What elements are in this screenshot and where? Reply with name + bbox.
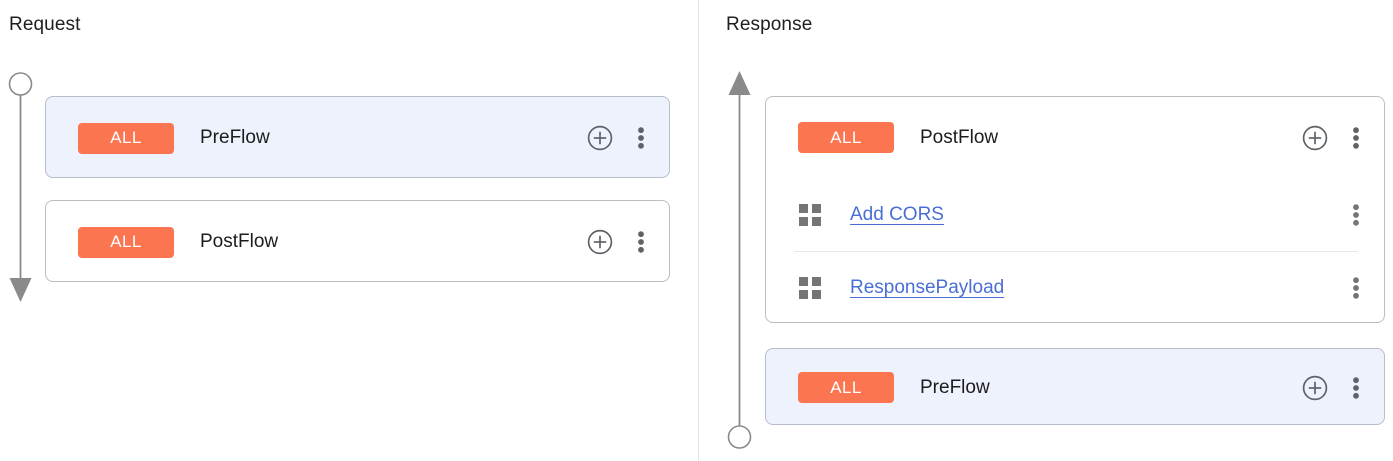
policy-kebab-menu-icon[interactable] — [1346, 202, 1366, 228]
card-header-row: ALL PreFlow — [766, 349, 1384, 426]
card-kebab-menu-icon[interactable] — [631, 229, 651, 255]
policy-row[interactable]: ResponsePayload — [766, 251, 1384, 324]
card-kebab-menu-icon[interactable] — [1346, 375, 1366, 401]
request-postflow-card[interactable]: ALL PostFlow — [45, 200, 670, 282]
policy-link[interactable]: Add CORS — [850, 203, 944, 225]
method-badge: ALL — [78, 226, 174, 258]
card-header-row: ALL PostFlow — [766, 97, 1384, 178]
response-flow-arrow — [724, 64, 756, 459]
card-kebab-menu-icon[interactable] — [631, 125, 651, 151]
card-kebab-menu-icon[interactable] — [1346, 125, 1366, 151]
panel-divider — [698, 0, 699, 461]
add-policy-plus-circle-icon[interactable] — [587, 125, 613, 151]
add-policy-plus-circle-icon[interactable] — [587, 229, 613, 255]
response-preflow-card[interactable]: ALL PreFlow — [765, 348, 1385, 425]
flow-title: PreFlow — [920, 376, 990, 398]
request-panel-heading: Request — [9, 14, 81, 35]
add-policy-plus-circle-icon[interactable] — [1302, 125, 1328, 151]
method-badge: ALL — [798, 372, 894, 403]
grid-icon — [798, 203, 822, 227]
policy-divider — [794, 251, 1358, 252]
request-flow-arrow — [5, 70, 37, 310]
flow-title: PostFlow — [200, 231, 279, 252]
method-badge: ALL — [78, 122, 174, 154]
response-postflow-card[interactable]: ALL PostFlow — [765, 96, 1385, 323]
policy-row[interactable]: Add CORS — [766, 178, 1384, 251]
policy-link[interactable]: ResponsePayload — [850, 276, 1005, 298]
grid-icon — [798, 276, 822, 300]
add-policy-plus-circle-icon[interactable] — [1302, 375, 1328, 401]
flow-title: PreFlow — [200, 127, 270, 148]
policy-kebab-menu-icon[interactable] — [1346, 275, 1366, 301]
card-header-row: ALL PostFlow — [46, 201, 669, 283]
card-header-row: ALL PreFlow — [46, 97, 669, 179]
method-badge: ALL — [798, 122, 894, 153]
flow-title: PostFlow — [920, 126, 999, 148]
response-panel-heading: Response — [726, 14, 813, 35]
request-preflow-card[interactable]: ALL PreFlow — [45, 96, 670, 178]
